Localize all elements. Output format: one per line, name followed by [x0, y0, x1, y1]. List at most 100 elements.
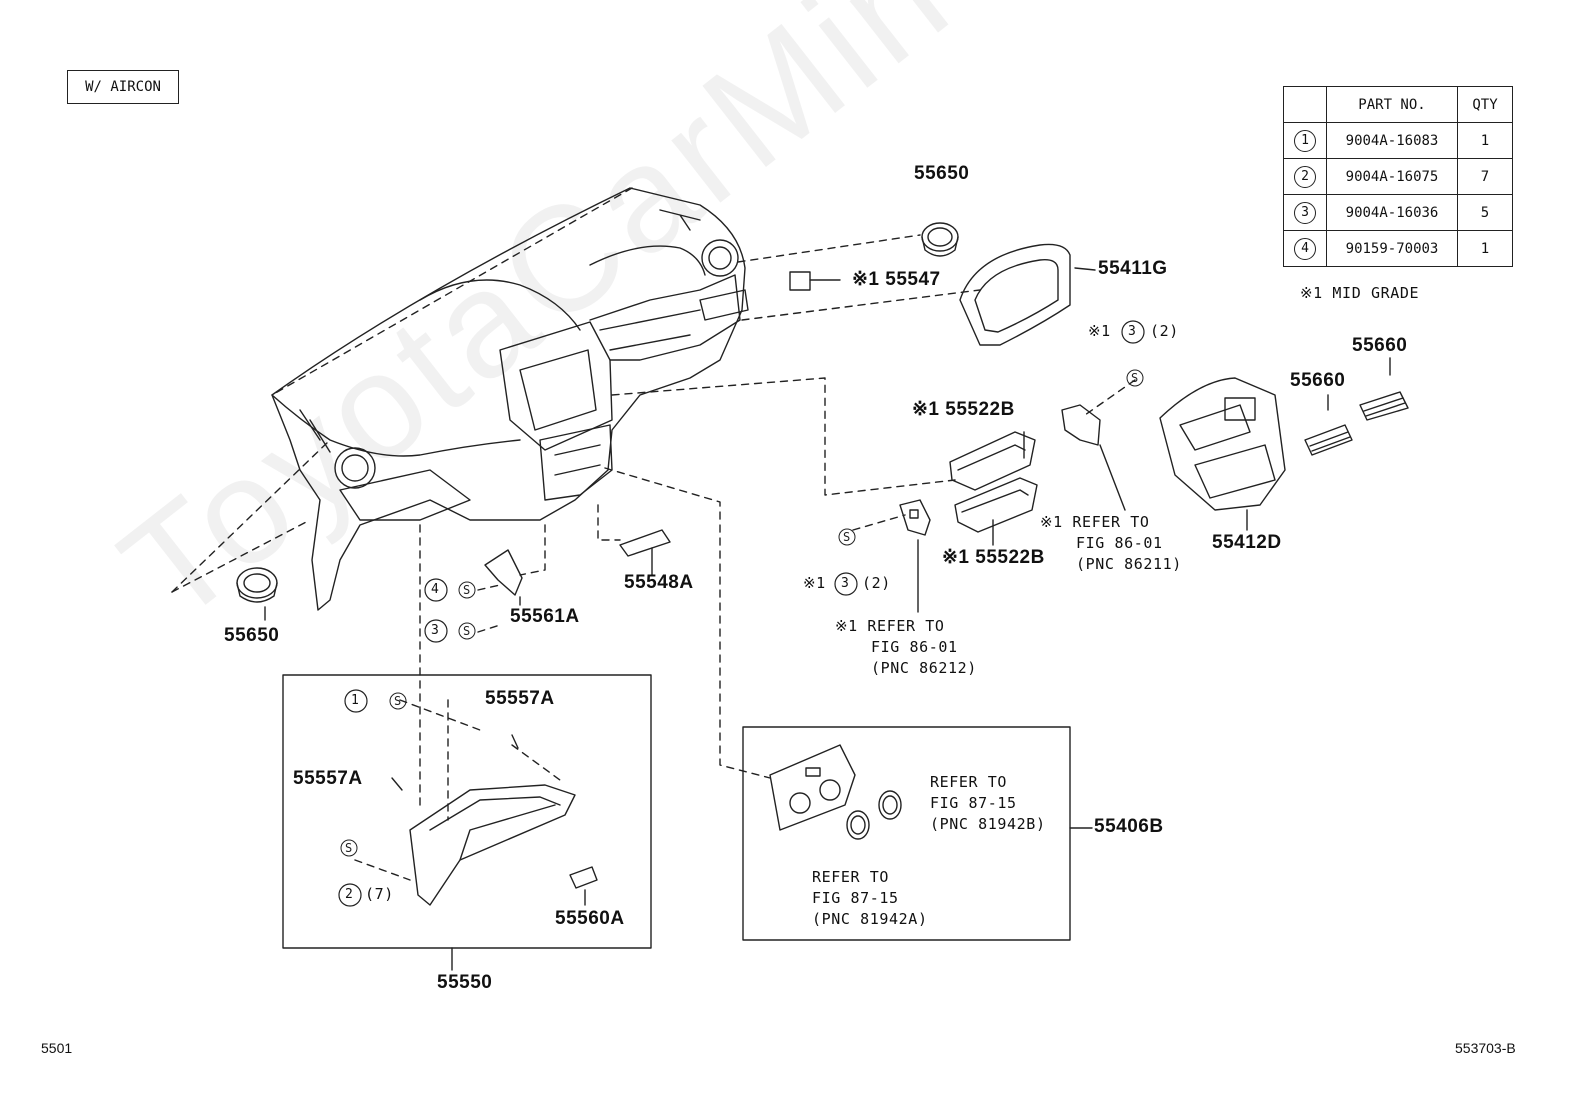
ref-number: 4 [1294, 237, 1316, 260]
heater-control-group-frame [742, 726, 1071, 941]
ref-number: 1 [1294, 129, 1316, 152]
bracket-86211 [1061, 404, 1101, 446]
part-label-55560A[interactable]: 55560A [555, 908, 625, 929]
ref-column-header [1283, 86, 1327, 123]
callout-number: 4 [431, 582, 440, 597]
page-number: 5501 [41, 1040, 73, 1056]
part-label-55660-a[interactable]: 55660 [1290, 370, 1346, 391]
leader-lines [264, 267, 1391, 971]
screw-marks: S S S S S S [340, 369, 1144, 857]
part-number: 90159-70003 [1326, 230, 1458, 267]
svg-text:S: S [463, 583, 470, 597]
note-line: (PNC 86212) [871, 659, 977, 677]
bracket-55561A [484, 549, 523, 596]
note-line: FIG 86-01 [1076, 534, 1163, 552]
note-line: FIG 87-15 [812, 889, 899, 907]
quantity: 7 [1457, 158, 1513, 195]
box-55522B-top [949, 431, 1036, 491]
note-line: REFER TO [812, 868, 890, 886]
callout-number: 3 [1128, 324, 1137, 339]
latch-55560A [569, 866, 598, 889]
part-label-55548A[interactable]: 55548A [624, 572, 694, 593]
part-label-55660-b[interactable]: 55660 [1352, 335, 1408, 356]
note-line: (PNC 81942A) [812, 910, 928, 928]
glove-box-group-frame [282, 674, 652, 949]
parts-table-header: PART NO. QTY [1283, 86, 1513, 123]
part-label-55522B-bottom[interactable]: ※1 55522B [942, 547, 1045, 568]
note-line: ※1 REFER TO [835, 617, 945, 635]
part-number: 9004A-16075 [1326, 158, 1458, 195]
clip-55547 [789, 271, 811, 291]
callout-number: 1 [351, 693, 360, 708]
refer-note-81942B[interactable]: REFER TO FIG 87-15 (PNC 81942B) [930, 772, 1046, 835]
ref-number: 2 [1294, 165, 1316, 188]
knob-81942B [878, 790, 902, 820]
register-55650-top [921, 222, 959, 257]
stopper-55557A-right [511, 734, 519, 749]
refer-note-86211[interactable]: ※1 REFER TO FIG 86-01 (PNC 86211) [1040, 512, 1182, 575]
note-line: (PNC 81942B) [930, 815, 1046, 833]
bracket-86212 [899, 499, 931, 536]
callout-qty: (7) [365, 885, 394, 903]
qty-column-header: QTY [1457, 86, 1513, 123]
svg-text:S: S [394, 694, 401, 708]
register-55650-left [236, 567, 278, 603]
box-55522B-bottom [954, 477, 1038, 533]
callout-qty: (2) [862, 574, 891, 592]
callout-number: 3 [841, 576, 850, 591]
vent-55660-b [1359, 391, 1409, 421]
table-row: 4 90159-70003 1 [1283, 230, 1513, 267]
reference-circles [338, 320, 1145, 907]
cluster-bezel-55411G [959, 243, 1071, 346]
part-label-55557A-left[interactable]: 55557A [293, 768, 363, 789]
callout-number: 2 [345, 887, 354, 902]
note-line: FIG 86-01 [871, 638, 958, 656]
part-number: 9004A-16083 [1326, 122, 1458, 159]
callout-qty: (2) [1150, 322, 1179, 340]
note-line: FIG 87-15 [930, 794, 1017, 812]
note-line: (PNC 86211) [1076, 555, 1182, 573]
part-label-55412D[interactable]: 55412D [1212, 532, 1282, 553]
part-label-55411G[interactable]: 55411G [1098, 258, 1168, 279]
svg-text:S: S [843, 530, 850, 544]
table-row: 1 9004A-16083 1 [1283, 122, 1513, 159]
instrument-panel-illustration [271, 187, 749, 611]
note-line: ※1 REFER TO [1040, 513, 1150, 531]
refer-note-81942A[interactable]: REFER TO FIG 87-15 (PNC 81942A) [812, 867, 928, 930]
quantity: 1 [1457, 122, 1513, 159]
part-label-55547[interactable]: ※1 55547 [852, 269, 941, 290]
mid-grade-footnote: ※1 MID GRADE [1300, 284, 1420, 302]
part-label-55557A-right[interactable]: 55557A [485, 688, 555, 709]
knob-81942A [846, 810, 870, 840]
svg-text:S: S [463, 624, 470, 638]
quantity: 1 [1457, 230, 1513, 267]
table-row: 2 9004A-16075 7 [1283, 158, 1513, 195]
illustration-id: 553703-B [1455, 1040, 1516, 1056]
parts-table: PART NO. QTY 1 9004A-16083 1 2 9004A-160… [1283, 86, 1513, 267]
svg-text:S: S [1131, 371, 1138, 385]
part-no-column-header: PART NO. [1326, 86, 1458, 123]
part-label-55561A[interactable]: 55561A [510, 606, 580, 627]
assembly-lines [171, 187, 1136, 881]
part-label-55650-top[interactable]: 55650 [914, 163, 970, 184]
callout-number: 3 [431, 623, 440, 638]
part-label-55550[interactable]: 55550 [437, 972, 493, 993]
part-label-55406B[interactable]: 55406B [1094, 816, 1164, 837]
callout-mark: ※1 [1088, 322, 1111, 340]
refer-note-86212[interactable]: ※1 REFER TO FIG 86-01 (PNC 86212) [835, 616, 977, 679]
heater-control-panel-55406B [769, 744, 856, 831]
part-label-55522B-top[interactable]: ※1 55522B [912, 399, 1015, 420]
pad-55548A [619, 529, 671, 557]
callout-mark: ※1 [803, 574, 826, 592]
table-row: 3 9004A-16036 5 [1283, 194, 1513, 231]
note-line: REFER TO [930, 773, 1008, 791]
part-label-55650-left[interactable]: 55650 [224, 625, 280, 646]
ref-number: 3 [1294, 201, 1316, 224]
stopper-55557A-left [391, 777, 403, 791]
svg-text:S: S [345, 841, 352, 855]
part-number: 9004A-16036 [1326, 194, 1458, 231]
aircon-variant-tag: W/ AIRCON [67, 70, 179, 104]
quantity: 5 [1457, 194, 1513, 231]
vent-55660-a [1304, 424, 1353, 456]
center-cluster-55412D [1159, 377, 1286, 511]
